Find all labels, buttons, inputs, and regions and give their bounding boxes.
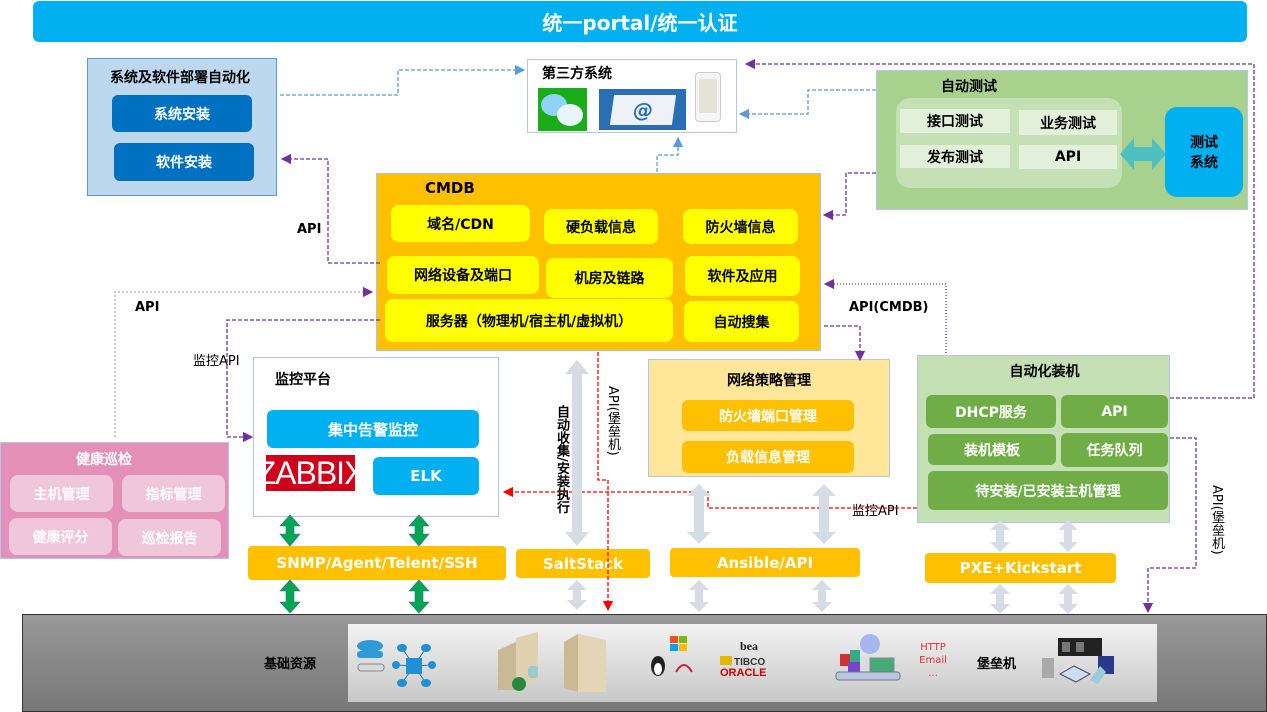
cmdb-item-domain-cdn[interactable]: 域名/CDN bbox=[391, 205, 530, 242]
cmdb-item-network-devices[interactable]: 网络设备及端口 bbox=[387, 256, 539, 294]
bastion-label: 堡垒机 bbox=[977, 657, 1017, 672]
line-deploy-to-third bbox=[280, 64, 526, 96]
arrow-pxe-install-1 bbox=[990, 520, 1010, 552]
arrow-monitor-snmp-1 bbox=[279, 514, 301, 547]
base-resources-title: 基础资源 bbox=[264, 657, 317, 672]
arrow-snmp-base-2 bbox=[408, 579, 430, 614]
health-item-metrics[interactable]: 指标管理 bbox=[122, 475, 225, 512]
software-install-button[interactable]: 软件安装 bbox=[114, 143, 254, 181]
third-party-panel: 第三方系统 @ bbox=[527, 59, 737, 133]
cmdb-item-datacenter-links[interactable]: 机房及链路 bbox=[546, 258, 673, 298]
test-item-api[interactable]: API bbox=[1019, 145, 1117, 169]
test-item-business[interactable]: 业务测试 bbox=[1019, 110, 1117, 135]
test-item-release[interactable]: 发布测试 bbox=[900, 145, 1010, 168]
arrow-pxe-base-1 bbox=[990, 584, 1010, 614]
auto-collect-label: 自动收集/安装执行 bbox=[554, 405, 569, 514]
central-alarm-button[interactable]: 集中告警监控 bbox=[267, 410, 479, 448]
cmdb-panel: CMDB 域名/CDN 硬负载信息 防火墙信息 网络设备及端口 机房及链路 软件… bbox=[376, 173, 821, 351]
auto-install-panel: 自动化装机 DHCP服务 API 装机模板 任务队列 待安装/已安装主机管理 bbox=[917, 355, 1170, 523]
auto-install-title: 自动化装机 bbox=[1009, 364, 1080, 380]
system-install-button[interactable]: 系统安装 bbox=[112, 95, 252, 132]
line-autoinstall-to-cmdb bbox=[823, 278, 947, 353]
install-template-button[interactable]: 装机模板 bbox=[928, 434, 1056, 465]
line-test-to-third bbox=[738, 89, 876, 120]
arrow-ansible-netpol-1 bbox=[687, 484, 711, 544]
test-system-box[interactable]: 测试 系统 bbox=[1165, 107, 1243, 197]
test-item-interface[interactable]: 接口测试 bbox=[900, 109, 1010, 133]
pxe-kickstart-bar[interactable]: PXE+Kickstart bbox=[925, 553, 1116, 583]
monitor-title: 监控平台 bbox=[275, 372, 331, 388]
line-cmdb-to-netpol bbox=[824, 325, 866, 362]
cmdb-item-software-apps[interactable]: 软件及应用 bbox=[685, 256, 800, 296]
wechat-icon bbox=[538, 88, 587, 131]
firewall-port-mgmt-button[interactable]: 防火墙端口管理 bbox=[682, 400, 854, 431]
os-icons bbox=[648, 634, 698, 682]
arrow-pxe-base-2 bbox=[1058, 584, 1078, 614]
install-api-button[interactable]: API bbox=[1061, 395, 1168, 428]
health-title: 健康巡检 bbox=[76, 452, 132, 468]
portal-header[interactable]: 统一portal/统一认证 bbox=[33, 1, 1247, 42]
zabbix-logo[interactable]: ZABBIX bbox=[256, 454, 365, 491]
email-icon: @ bbox=[599, 89, 686, 130]
svg-text:TIBCO: TIBCO bbox=[734, 657, 765, 668]
health-check-panel: 健康巡检 主机管理 指标管理 健康评分 巡检报告 bbox=[0, 442, 229, 559]
api-deploy-label: API bbox=[297, 222, 322, 237]
line-cmdb-to-third bbox=[656, 136, 684, 172]
arrow-snmp-base-1 bbox=[279, 579, 301, 614]
auto-test-title: 自动测试 bbox=[941, 79, 997, 95]
health-item-score[interactable]: 健康评分 bbox=[9, 518, 112, 555]
network-policy-title: 网络策略管理 bbox=[727, 373, 811, 389]
cmdb-item-load-balancer[interactable]: 硬负载信息 bbox=[544, 209, 658, 244]
line-cmdb-to-deploy bbox=[280, 153, 380, 264]
deploy-automation-panel: 系统及软件部署自动化 系统安装 软件安装 bbox=[87, 58, 277, 196]
cmdb-item-servers[interactable]: 服务器（物理机/宿主机/虚拟机） bbox=[385, 299, 673, 342]
svg-text:bea: bea bbox=[740, 639, 758, 653]
monitor-platform-panel: 监控平台 集中告警监控 ELK bbox=[253, 357, 499, 517]
server-icon bbox=[498, 632, 548, 696]
line-test-to-cmdb bbox=[822, 172, 876, 221]
mobile-phone-icon bbox=[695, 72, 721, 122]
health-item-report[interactable]: 巡检报告 bbox=[118, 519, 221, 556]
api-bastion-label-right: API(堡垒机) bbox=[1209, 485, 1224, 555]
cmdb-title: CMDB bbox=[425, 179, 475, 197]
monitor-api-label-right: 监控API bbox=[852, 500, 899, 519]
bidirectional-arrow-icon bbox=[1120, 138, 1166, 170]
api-bastion-label-mid: API(堡垒机) bbox=[605, 386, 620, 456]
arrow-ansible-base-1 bbox=[689, 580, 709, 612]
arrow-pxe-install-2 bbox=[1058, 520, 1078, 552]
http-email-label: HTTP Email ... bbox=[919, 641, 947, 679]
cmdb-item-auto-collect[interactable]: 自动搜集 bbox=[684, 301, 799, 342]
monitor-api-label-left: 监控API bbox=[193, 354, 240, 369]
base-resources-inner bbox=[348, 624, 1157, 702]
task-queue-button[interactable]: 任务队列 bbox=[1061, 433, 1168, 467]
app-integration-icon bbox=[834, 634, 904, 686]
router-switch-icon bbox=[356, 638, 386, 682]
cmdb-item-firewall[interactable]: 防火墙信息 bbox=[683, 209, 798, 244]
rack-server-icon bbox=[564, 634, 608, 696]
network-policy-panel: 网络策略管理 防火墙端口管理 负载信息管理 bbox=[648, 359, 890, 477]
arrow-ansible-netpol-2 bbox=[812, 484, 836, 544]
network-topology-icon bbox=[392, 643, 436, 693]
api-health-label: API bbox=[135, 300, 160, 315]
arrow-ansible-base-2 bbox=[812, 580, 832, 612]
third-party-title: 第三方系统 bbox=[542, 66, 612, 82]
deploy-title: 系统及软件部署自动化 bbox=[110, 70, 250, 86]
load-info-mgmt-button[interactable]: 负载信息管理 bbox=[682, 441, 854, 473]
host-mgmt-button[interactable]: 待安装/已安装主机管理 bbox=[928, 471, 1168, 510]
ansible-api-bar[interactable]: Ansible/API bbox=[670, 548, 860, 577]
snmp-agent-bar[interactable]: SNMP/Agent/Telent/SSH bbox=[248, 546, 506, 580]
saltstack-bar[interactable]: SaltStack bbox=[516, 549, 650, 578]
api-cmdb-label: API(CMDB) bbox=[849, 300, 929, 315]
health-item-host[interactable]: 主机管理 bbox=[10, 475, 113, 512]
arrow-monitor-snmp-2 bbox=[408, 514, 430, 547]
elk-button[interactable]: ELK bbox=[373, 457, 479, 495]
svg-text:ORACLE: ORACLE bbox=[720, 667, 766, 678]
bastion-hardware-icon bbox=[1040, 636, 1130, 690]
arrow-salt-base bbox=[567, 580, 587, 610]
dhcp-service-button[interactable]: DHCP服务 bbox=[926, 395, 1056, 428]
